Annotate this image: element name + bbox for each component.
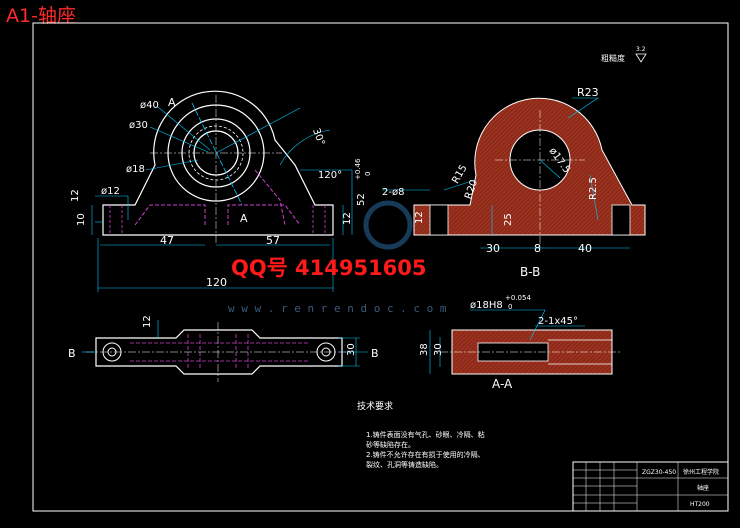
tech-requirements: 技术要求 1.铸件表面没有气孔、砂眼、冷隔、粘 砂等缺陷存在。 2.铸件不允许存… [357,400,485,469]
roughness-label: 粗糙度 [601,53,625,63]
dim-side-w40: 40 [578,242,592,255]
tech-line-3: 2.铸件不允许存在有损于使用的冷隔、 [366,450,485,459]
dim-h52-tol-lo: 0 [364,172,372,176]
dim-r23: R23 [577,86,599,99]
watermark [363,200,413,250]
section-line-a [191,102,243,206]
dim-aa-chamfer: 2-1x45° [538,316,578,327]
dim-side-h12: 12 [414,211,425,224]
watermark-site: w w w . r e n r e n d o c . c o m [228,302,447,315]
front-hidden-web [254,169,286,226]
dim-r15: R15 [450,163,469,186]
side-slot-left [429,204,449,236]
dim-aa-h38: 38 [419,343,430,356]
side-view-bb: R23 R15 R20 ø17.5 R2.5 2-ø8 25 12 30 8 4… [382,86,646,279]
dim-d30: ø30 [129,120,148,131]
dim-aa-h30: 30 [433,343,444,356]
title-block-frame [572,461,729,512]
tech-line-1: 1.铸件表面没有气孔、砂眼、冷隔、粘 [366,430,485,439]
dim-h52-tol-hi: +0.46 [354,158,362,180]
dim-d40: ø40 [140,100,159,111]
section-mark-a-bottom: A [240,212,248,225]
title-block-drawing-no: ZGZ30-450 [642,469,676,476]
dim-w47: 47 [160,234,174,247]
dim-r2-5: R2.5 [588,177,599,200]
section-aa-label: A-A [492,377,513,391]
dim-w120: 120 [206,276,227,289]
aa-slot [548,339,612,365]
tech-line-2: 砂等缺陷存在。 [366,440,415,449]
dim-w57: 57 [266,234,280,247]
top-view: 12 30 B B [68,315,379,382]
title-block-school: 徐州工程学院 [683,468,719,476]
dim-side-h25: 25 [503,213,514,226]
dim-aa-fit: ø18H8 [470,300,503,311]
title-block-part-name: 轴座 [697,484,709,492]
section-aa: ø18H8 +0.054 0 2-1x45° 38 30 A-A [419,294,620,391]
drawing-title: A1-轴座 [6,5,76,27]
roughness-value: 3.2 [636,46,646,53]
dim-right12: 12 [342,212,353,225]
dim-aa-fit-lo: 0 [508,303,512,311]
section-mark-a-top: A [168,96,176,109]
dim-d12: ø12 [101,186,120,197]
title-block: ZGZ30-450 徐州工程学院 轴座 HT200 [572,461,729,512]
dim-side-w8: 8 [534,242,541,255]
tech-line-4: 裂纹、孔洞等铸造缺陷。 [366,460,443,469]
dim-d18: ø18 [126,164,145,175]
roughness-icon [635,53,647,63]
section-mark-b-right: B [371,347,379,360]
drawing-border [32,22,729,512]
front-base-outline [102,90,334,236]
section-mark-b-left: B [68,347,76,360]
dim-ang30: 30° [310,127,326,147]
dim-holes: 2-ø8 [382,187,404,198]
dim-h12: 12 [70,189,81,202]
side-view-label: B-B [520,265,540,279]
dim-ang120: 120° [318,170,342,181]
dim-top-h30: 30 [346,343,357,356]
title-block-material: HT200 [690,501,710,508]
front-partial-section [134,204,301,226]
dim-h10: 10 [76,213,87,226]
dim-h52: 52 [356,193,367,206]
dim-aa-fit-hi: +0.054 [505,294,531,302]
dim-top-h12: 12 [142,315,153,328]
roughness-note: 粗糙度 3.2 [601,46,647,63]
side-slot-right [611,204,631,236]
watermark-logo [363,200,413,250]
tech-heading: 技术要求 [357,400,393,412]
watermark-qq: QQ号 414951605 [231,256,427,280]
dim-side-w30: 30 [486,242,500,255]
